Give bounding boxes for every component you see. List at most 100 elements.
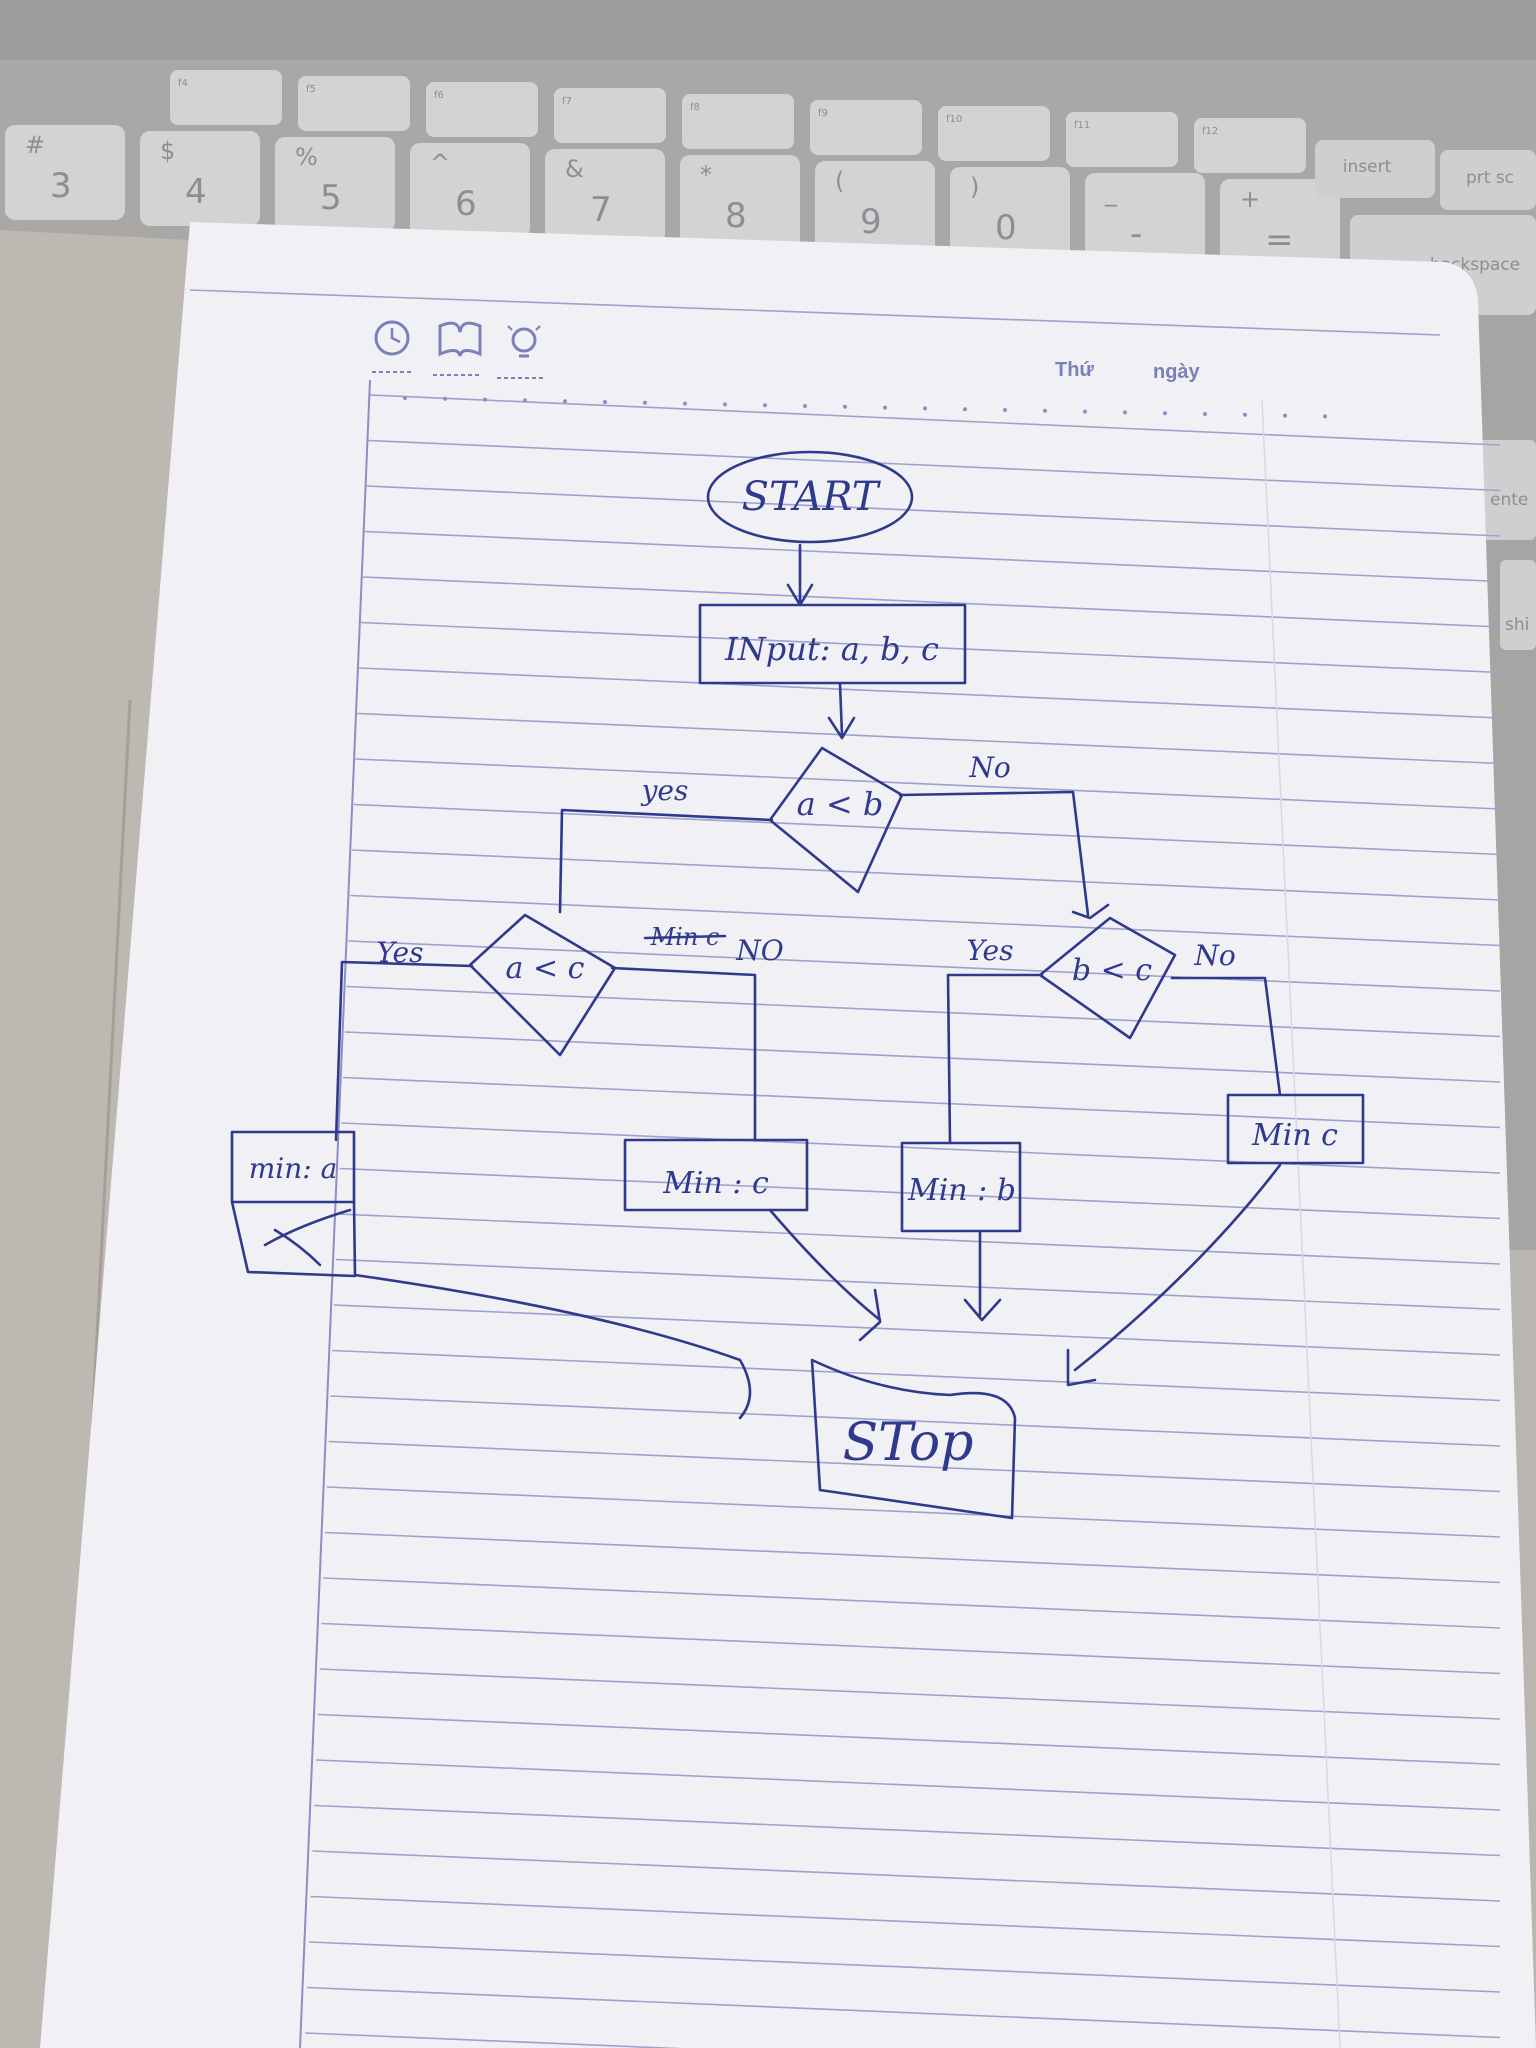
ruled-line [357, 712, 1501, 765]
output-min-c1-box [623, 1138, 809, 1212]
decision3-label: b < c [1072, 953, 1152, 988]
fn-key [426, 82, 538, 137]
line-decision1-no [898, 790, 1110, 920]
number-key [545, 149, 665, 244]
ruled-line [337, 1213, 1501, 1265]
key-main-label: - [1130, 214, 1142, 254]
fn-key-label: f4 [178, 78, 188, 89]
input-box [698, 603, 967, 685]
ruled-line [330, 1395, 1501, 1447]
output-min-c2-label: Min c [1251, 1118, 1338, 1153]
ruled-line [335, 1258, 1501, 1311]
number-key [5, 125, 125, 220]
ruled-line [326, 1486, 1501, 1538]
key-shift-label: ^ [430, 149, 450, 177]
book-icon [433, 321, 482, 376]
light-bulb-icon [497, 325, 545, 379]
fn-key [1194, 118, 1306, 173]
header-dot [1243, 412, 1247, 417]
key-main-label: 9 [860, 202, 882, 242]
ruled-line [321, 1622, 1501, 1675]
fn-key-label: f10 [946, 114, 962, 125]
output-min-a-label: min: a [249, 1152, 338, 1185]
ruled-line [333, 1304, 1501, 1356]
header-dot [1083, 409, 1087, 414]
ruled-line [315, 1759, 1501, 1811]
line-decision3-yes [946, 973, 1044, 1145]
number-key [410, 143, 530, 238]
fn-key [810, 100, 922, 155]
key-shift-label: _ [1104, 179, 1118, 207]
key-main-label: 7 [590, 190, 612, 230]
strike-through-line [643, 934, 727, 940]
header-dot [483, 397, 487, 402]
number-key [680, 155, 800, 250]
fn-key-label: f12 [1202, 126, 1218, 137]
ruled-line [364, 530, 1501, 583]
key-main-label: = [1265, 220, 1294, 260]
ruled-line [355, 758, 1501, 810]
number-key [950, 167, 1070, 262]
arrow-input-to-decision1 [827, 682, 856, 740]
number-key [1220, 179, 1340, 274]
fn-key [938, 106, 1050, 161]
arrow-min-c2-to-stop [1066, 1163, 1282, 1387]
ruled-line [368, 439, 1501, 492]
prtsc-key-label: prt sc [1466, 168, 1514, 188]
fn-key [170, 70, 282, 125]
header-dot [643, 400, 647, 405]
line-decision1-yes [558, 808, 774, 914]
header-dot [443, 396, 447, 401]
shift-key [1500, 560, 1536, 650]
fn-key [682, 94, 794, 149]
header-dot [603, 400, 607, 404]
key-main-label: 4 [185, 172, 207, 212]
ruled-line [362, 576, 1501, 628]
ruled-line [346, 985, 1501, 1038]
key-main-label: 5 [320, 178, 342, 218]
decision2-label: a < c [506, 951, 585, 986]
day-label: Thứ [1055, 359, 1094, 381]
key-shift-label: & [565, 155, 584, 183]
header-dot [1123, 410, 1127, 415]
key-shift-label: ( [835, 167, 844, 195]
number-key [1085, 173, 1205, 268]
flowchart: START INput: a, b, c a < b yes No a < c … [230, 450, 1365, 1520]
number-key [275, 137, 395, 232]
insert-key [1315, 140, 1435, 198]
key-main-label: 6 [455, 184, 477, 224]
header-dot [1323, 414, 1327, 419]
output-min-a-lower-box [230, 1200, 357, 1278]
stop-label: STop [843, 1413, 974, 1473]
ruled-line [328, 1440, 1501, 1493]
fn-key-label: f5 [306, 84, 316, 95]
key-main-label: 8 [725, 196, 747, 236]
input-label: INput: a, b, c [724, 630, 939, 668]
key-shift-label: # [25, 131, 45, 159]
ruled-line [310, 1895, 1501, 1948]
header-dot [963, 407, 967, 412]
decision2-diamond [468, 913, 617, 1057]
decision3-diamond [1038, 916, 1177, 1040]
ruled-line [342, 1076, 1501, 1129]
line-decision2-no [610, 966, 757, 1142]
header-dot [843, 404, 847, 409]
ruled-line [317, 1713, 1501, 1766]
ruled-lines [189, 289, 1501, 2048]
key-main-label: 3 [50, 166, 72, 206]
ruled-line [323, 1577, 1501, 1629]
key-shift-label: $ [160, 137, 175, 165]
decision1-diamond [768, 746, 904, 894]
ruled-line [359, 667, 1501, 719]
header-dot [403, 396, 407, 400]
ruled-line [314, 1804, 1501, 1857]
enter-key-label: ente [1490, 490, 1528, 510]
key-shift-label: ) [970, 173, 979, 201]
header-dot [763, 403, 767, 408]
ruled-line [305, 2032, 683, 2048]
ruled-line [350, 894, 1501, 947]
prtsc-key [1440, 150, 1536, 210]
start-label: START [742, 474, 882, 520]
fn-key-label: f6 [434, 90, 444, 101]
